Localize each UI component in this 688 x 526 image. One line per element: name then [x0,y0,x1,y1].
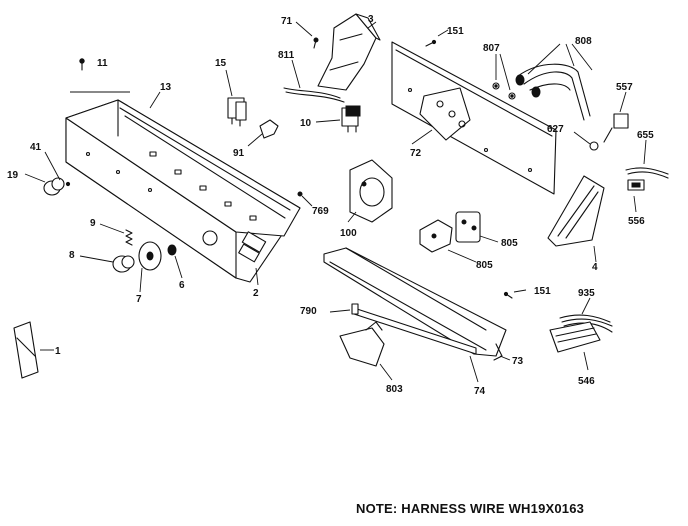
part-11-screw [79,58,85,71]
label-556: 556 [628,216,645,227]
part-1-literature [13,321,54,379]
part-4-end-cap [547,175,605,263]
part-100-timer [347,159,393,223]
part-935-wires [559,297,613,333]
label-74: 74 [474,386,486,397]
label-15: 15 [215,58,227,69]
label-655: 655 [637,130,654,141]
label-3: 3 [368,14,374,25]
part-546-harness [549,321,601,371]
label-557: 557 [616,82,633,93]
label-805-right: 805 [501,238,518,249]
label-6: 6 [179,280,185,291]
label-8: 8 [69,250,75,261]
label-769: 769 [312,206,329,217]
label-935: 935 [578,288,595,299]
part-10-relay [315,105,361,133]
label-19: 19 [7,170,19,181]
part-7-dial [138,241,162,293]
part-805-connector-b [419,219,477,263]
label-7: 7 [136,294,142,305]
part-72-rear-panel [391,41,557,195]
label-9: 9 [90,218,96,229]
part-769-screw [297,191,313,207]
label-2: 2 [253,288,259,299]
part-807-washers [492,53,516,100]
part-9-spring [99,223,133,246]
part-8-knob [79,255,135,273]
part-15-switch [225,69,247,127]
label-72: 72 [410,148,422,159]
part-627-fitting [573,131,599,151]
label-807: 807 [483,43,500,54]
part-19-knob [24,151,71,196]
part-805-connector-a [455,211,499,243]
part-91-clip [247,119,279,147]
label-627: 627 [547,124,564,135]
harness-note: NOTE: HARNESS WIRE WH19X0163 [356,501,584,516]
part-13-control-panel [65,91,301,283]
label-13: 13 [160,82,172,93]
label-11: 11 [97,58,108,69]
label-91: 91 [233,148,245,159]
label-41: 41 [30,142,42,153]
label-811: 811 [278,50,295,61]
part-557-valve [603,91,629,143]
label-805-lower: 805 [476,260,493,271]
label-71: 71 [281,16,293,27]
part-808-hoses [515,43,593,121]
part-556-connector [627,179,645,213]
label-790: 790 [300,306,317,317]
part-73-front-rail [323,247,511,361]
part-151-screw-top [425,29,449,47]
part-labels: 11 13 15 91 71 3 811 10 151 807 808 557 … [7,14,654,397]
label-803: 803 [386,384,403,395]
part-6-washer [167,244,183,279]
label-73: 73 [512,356,524,367]
label-546: 546 [578,376,595,387]
part-3-bracket [317,13,381,91]
label-100: 100 [340,228,357,239]
part-151-screw-lower [503,289,527,299]
label-808: 808 [575,36,592,47]
label-10: 10 [300,118,312,129]
part-790-clip [329,303,359,315]
part-655-wire [625,139,669,179]
part-2-bracket [238,231,267,286]
label-4: 4 [592,262,598,273]
label-151-top: 151 [447,26,464,37]
part-803-cover [339,321,393,381]
label-151-lower: 151 [534,286,551,297]
part-71-screw [295,21,319,49]
part-811-wire [283,59,345,103]
label-1: 1 [55,346,61,357]
